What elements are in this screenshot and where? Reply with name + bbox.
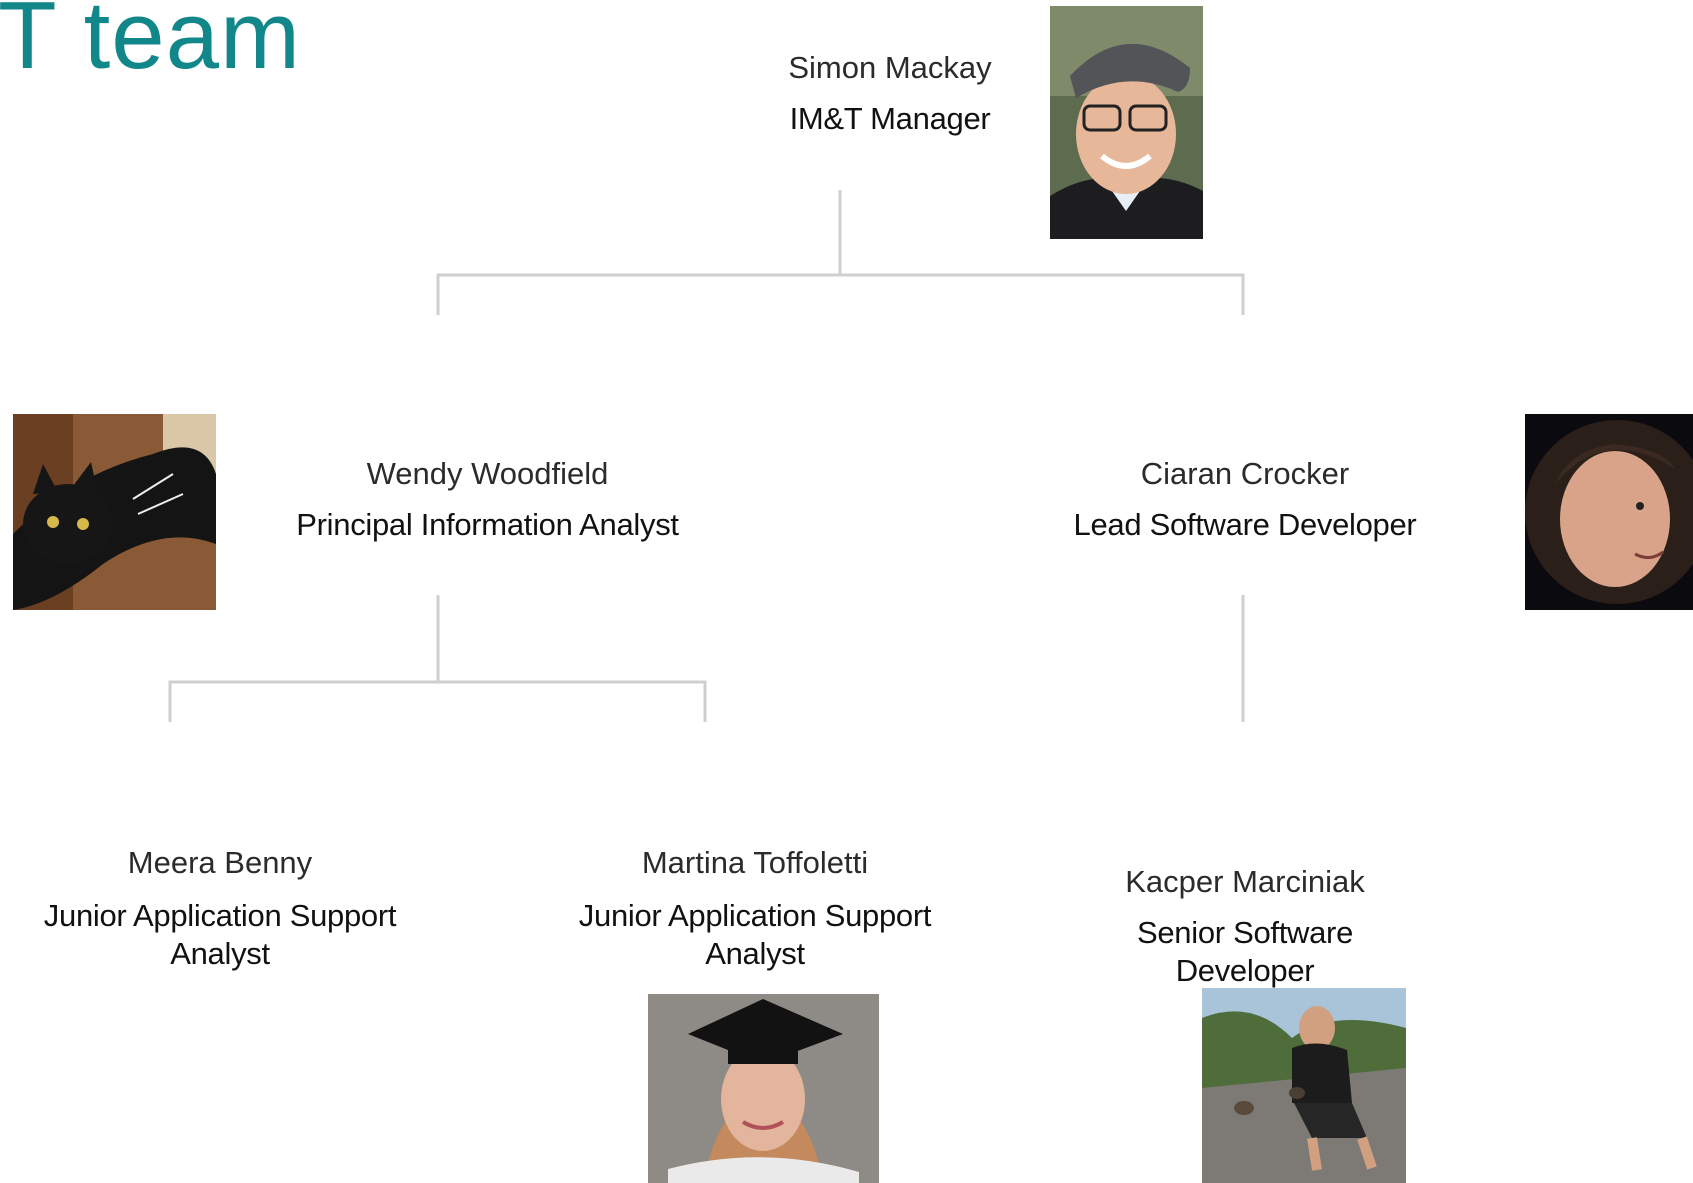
photo-black-cat-icon bbox=[13, 414, 216, 610]
person-role: Junior Application Support Analyst bbox=[43, 898, 397, 971]
connector-level1-bar bbox=[436, 273, 1245, 315]
person-name: Simon Mackay bbox=[788, 50, 992, 85]
photo-graduate-cap-icon bbox=[648, 994, 879, 1183]
person-name: Meera Benny bbox=[127, 845, 313, 880]
connector-level2-left-bar bbox=[168, 680, 707, 722]
person-card-ciaran: Ciaran Crocker Lead Software Developer bbox=[1060, 456, 1430, 544]
page-title: T team bbox=[0, 0, 301, 89]
person-name: Kacper Marciniak bbox=[1125, 864, 1365, 899]
person-card-martina: Martina Toffoletti Junior Application Su… bbox=[555, 845, 955, 973]
person-card-wendy: Wendy Woodfield Principal Information An… bbox=[255, 456, 720, 544]
person-role: Lead Software Developer bbox=[1073, 507, 1417, 542]
person-role: Senior Software Developer bbox=[1136, 915, 1354, 988]
person-name: Martina Toffoletti bbox=[641, 845, 869, 880]
photo-man-flat-cap-icon bbox=[1050, 6, 1203, 239]
person-card-meera: Meera Benny Junior Application Support A… bbox=[20, 845, 420, 973]
person-role: IM&T Manager bbox=[789, 101, 991, 136]
person-name: Wendy Woodfield bbox=[366, 456, 609, 491]
person-card-kacper: Kacper Marciniak Senior Software Develop… bbox=[1070, 864, 1420, 990]
photo-man-circular-portrait-icon bbox=[1525, 414, 1693, 610]
person-name: Ciaran Crocker bbox=[1140, 456, 1350, 491]
person-role: Principal Information Analyst bbox=[296, 507, 679, 542]
person-card-simon: Simon Mackay IM&T Manager bbox=[730, 50, 1050, 138]
person-role: Junior Application Support Analyst bbox=[578, 898, 932, 971]
photo-man-crouching-path-icon bbox=[1202, 988, 1406, 1183]
